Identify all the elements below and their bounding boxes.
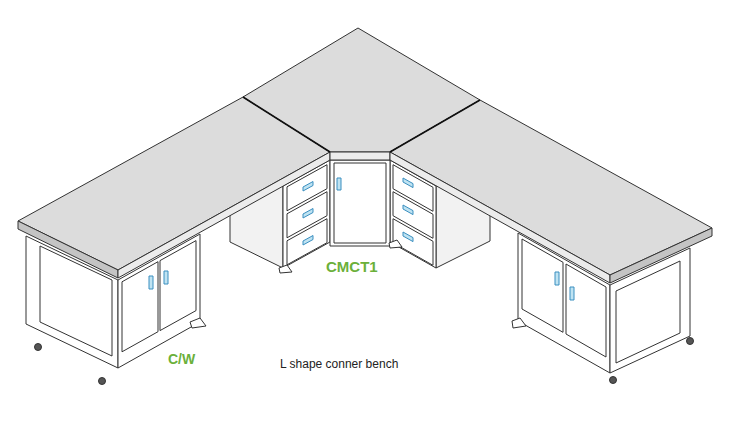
drawer-handle	[403, 178, 413, 188]
drawer-handle	[403, 205, 413, 215]
cabinet-door	[334, 163, 386, 243]
worktop-edge	[610, 228, 712, 283]
leveling-foot	[512, 318, 526, 328]
caster	[35, 344, 42, 351]
cabinet-door	[122, 262, 158, 352]
worktop-edge	[118, 152, 330, 278]
drawer-handle	[303, 182, 313, 192]
worktop-edge	[18, 221, 118, 278]
part-code: CMCT1	[326, 258, 378, 275]
leveling-foot	[190, 318, 206, 328]
cabinet-door	[160, 241, 196, 331]
drawer-handle	[303, 236, 313, 246]
corner-cabinet	[330, 160, 390, 246]
worktop-seam	[243, 97, 330, 152]
worktop-seam	[390, 100, 480, 152]
drawer-handle	[403, 232, 413, 242]
worktop-edge	[330, 152, 390, 160]
part-code: C/W	[168, 351, 195, 367]
door-handle	[164, 271, 168, 284]
leveling-foot	[279, 265, 292, 273]
caster	[610, 377, 617, 384]
caster	[687, 338, 694, 345]
door-handle	[555, 272, 559, 285]
caster	[99, 378, 106, 385]
label-position: C/W	[168, 350, 195, 368]
drawer	[287, 219, 327, 265]
door-handle	[337, 178, 341, 190]
worktop-edge	[390, 152, 610, 283]
leveling-foot	[389, 240, 402, 248]
drawer-handle	[303, 209, 313, 219]
door-handle	[149, 276, 153, 289]
caption-position: L shape conner bench	[280, 354, 398, 372]
label-position: CMCT1	[326, 258, 378, 276]
caption: L shape conner bench	[280, 357, 398, 371]
door-handle	[570, 287, 574, 300]
